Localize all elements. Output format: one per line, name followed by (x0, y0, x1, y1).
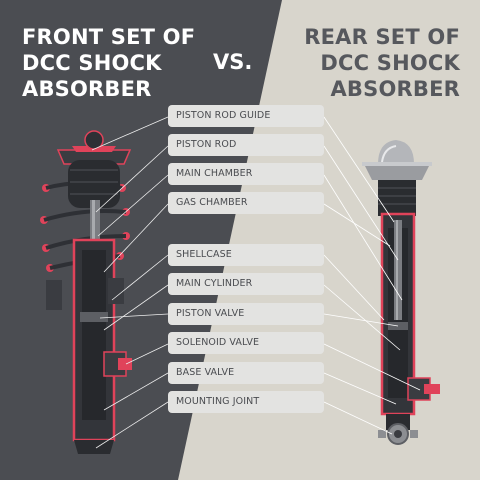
label-piston-rod-guide: PISTON ROD GUIDE (168, 105, 324, 127)
rear-title-line: REAR SET OF (304, 25, 460, 49)
rear-title: REAR SET OF DCC SHOCK ABSORBER (304, 24, 460, 102)
label-solenoid-valve: SOLENOID VALVE (168, 332, 324, 354)
label-piston-rod: PISTON ROD (168, 134, 324, 156)
front-title-line: DCC SHOCK (22, 51, 162, 75)
front-title-line: FRONT SET OF (22, 25, 196, 49)
label-piston-valve: PISTON VALVE (168, 303, 324, 325)
label-main-cylinder: MAIN CYLINDER (168, 273, 324, 295)
vs-label: VS. (213, 50, 253, 74)
rear-title-line: DCC SHOCK (320, 51, 460, 75)
front-title: FRONT SET OF DCC SHOCK ABSORBER (22, 24, 195, 102)
label-shellcase: SHELLCASE (168, 244, 324, 266)
front-title-line: ABSORBER (22, 77, 152, 101)
label-mounting-joint: MOUNTING JOINT (168, 391, 324, 413)
label-base-valve: BASE VALVE (168, 362, 324, 384)
label-main-chamber: MAIN CHAMBER (168, 163, 324, 185)
label-gas-chamber: GAS CHAMBER (168, 192, 324, 214)
rear-title-line: ABSORBER (330, 77, 460, 101)
